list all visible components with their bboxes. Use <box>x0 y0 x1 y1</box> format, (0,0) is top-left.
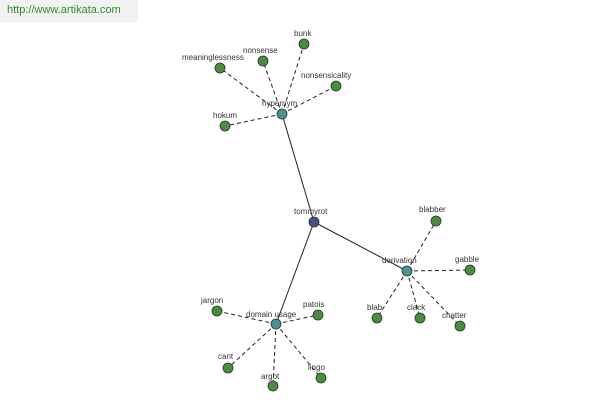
edge-tommyrot-derivation <box>313 221 408 272</box>
leaf-node-marker[interactable] <box>430 215 442 227</box>
root-node-tommyrot[interactable]: tommyrot <box>294 207 328 228</box>
leaf-node-label: meaninglessness <box>182 53 244 62</box>
edge-derivation-gabble <box>406 269 471 272</box>
leaf-node-patois[interactable]: patois <box>303 300 324 321</box>
relation-node-marker[interactable] <box>276 108 288 120</box>
edge-domain-usage-argot <box>272 323 277 387</box>
leaf-node-label: clack <box>407 303 426 312</box>
edge-domain-usage-patois <box>275 314 319 325</box>
relation-node-derivation[interactable]: derivation <box>382 256 417 277</box>
leaf-node-label: hokum <box>213 111 237 120</box>
leaf-node-jargon[interactable]: jargon <box>200 296 223 317</box>
leaf-node-marker[interactable] <box>464 264 476 276</box>
leaf-node-hokum[interactable]: hokum <box>213 111 237 132</box>
edge-domain-usage-cant <box>227 323 277 369</box>
leaf-node-marker[interactable] <box>267 380 279 392</box>
leaf-node-chatter[interactable]: chatter <box>442 311 467 332</box>
leaf-node-label: nonsensicality <box>301 71 351 80</box>
leaf-node-marker[interactable] <box>454 320 466 332</box>
leaf-node-marker[interactable] <box>211 305 223 317</box>
edge-hypernym-bunk <box>281 43 305 115</box>
leaf-node-label: bunk <box>294 29 312 38</box>
leaf-node-label: jargon <box>200 296 223 305</box>
leaf-node-nonsensicality[interactable]: nonsensicality <box>301 71 351 92</box>
relation-node-label: derivation <box>382 256 417 265</box>
leaf-node-label: blabber <box>419 205 446 214</box>
leaf-node-marker[interactable] <box>414 312 426 324</box>
edge-hypernym-nonsense <box>262 60 283 115</box>
leaf-node-marker[interactable] <box>222 362 234 374</box>
edge-domain-usage-lingo <box>275 323 322 379</box>
edge-domain-usage-jargon <box>216 310 277 325</box>
edge-derivation-clack <box>406 270 421 319</box>
relation-node-label: hypernym <box>262 99 297 108</box>
leaf-node-marker[interactable] <box>315 372 327 384</box>
graph-edges <box>216 43 471 387</box>
edge-hypernym-meaninglessness <box>219 67 283 115</box>
leaf-node-marker[interactable] <box>214 62 226 74</box>
leaf-node-label: nonsense <box>243 46 278 55</box>
leaf-node-meaninglessness[interactable]: meaninglessness <box>182 53 244 74</box>
leaf-node-marker[interactable] <box>371 312 383 324</box>
leaf-node-label: chatter <box>442 311 467 320</box>
leaf-node-marker[interactable] <box>312 309 324 321</box>
relation-node-marker[interactable] <box>401 265 413 277</box>
leaf-node-label: cant <box>218 352 234 361</box>
leaf-node-marker[interactable] <box>219 120 231 132</box>
edge-derivation-chatter <box>406 270 461 327</box>
edge-derivation-blab <box>376 270 408 319</box>
leaf-node-label: lingo <box>308 363 325 372</box>
leaf-node-label: gabble <box>455 255 480 264</box>
relation-node-domain-usage[interactable]: domain usage <box>246 310 297 330</box>
relation-node-marker[interactable] <box>270 318 282 330</box>
leaf-node-marker[interactable] <box>257 55 269 67</box>
root-node-marker[interactable] <box>308 216 320 228</box>
edge-hypernym-hokum <box>224 113 283 127</box>
leaf-node-argot[interactable]: argot <box>261 372 280 392</box>
edge-tommyrot-hypernym <box>281 113 315 223</box>
leaf-node-cant[interactable]: cant <box>218 352 234 374</box>
relation-node-label: domain usage <box>246 310 297 319</box>
leaf-node-blab[interactable]: blab <box>367 303 383 324</box>
edge-hypernym-nonsensicality <box>281 85 337 115</box>
leaf-node-label: patois <box>303 300 324 309</box>
leaf-node-bunk[interactable]: bunk <box>294 29 312 50</box>
edge-derivation-blabber <box>406 220 437 272</box>
leaf-node-clack[interactable]: clack <box>407 303 426 324</box>
relation-node-hypernym[interactable]: hypernym <box>262 99 297 120</box>
leaf-node-gabble[interactable]: gabble <box>455 255 480 276</box>
leaf-node-blabber[interactable]: blabber <box>419 205 446 227</box>
leaf-node-marker[interactable] <box>298 38 310 50</box>
leaf-node-marker[interactable] <box>330 80 342 92</box>
leaf-node-nonsense[interactable]: nonsense <box>243 46 278 67</box>
leaf-node-label: argot <box>261 372 280 381</box>
root-node-label: tommyrot <box>294 207 328 216</box>
leaf-node-label: blab <box>367 303 383 312</box>
edge-tommyrot-domain-usage <box>275 221 315 325</box>
site-url-link[interactable]: http://www.artikata.com <box>0 0 138 22</box>
leaf-node-lingo[interactable]: lingo <box>308 363 327 384</box>
